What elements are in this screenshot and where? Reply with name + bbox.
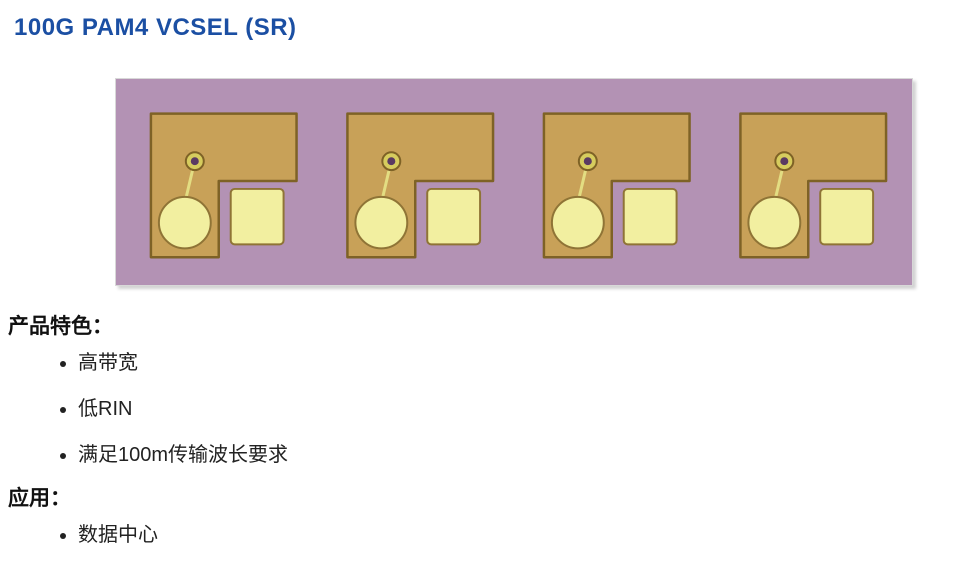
vcsel-unit-1	[149, 112, 299, 259]
applications-heading: 应用：	[8, 487, 71, 510]
vcsel-unit-4	[738, 112, 888, 259]
section-applications: 应用： 数据中心	[8, 482, 958, 548]
product-page: 100G PAM4 VCSEL (SR) 产品特色：	[0, 14, 972, 580]
vcsel-unit-3	[542, 112, 692, 259]
applications-list: 数据中心	[8, 522, 958, 548]
vcsel-die-photo-svg	[149, 112, 888, 259]
feature-item: 满足100m传输波长要求	[78, 442, 958, 468]
feature-item: 高带宽	[78, 350, 958, 376]
features-heading: 产品特色：	[8, 315, 113, 338]
product-info: 产品特色： 高带宽 低RIN 满足100m传输波长要求 应用： 数据中心	[8, 310, 958, 562]
features-list: 高带宽 低RIN 满足100m传输波长要求	[8, 350, 958, 468]
application-item: 数据中心	[78, 522, 958, 548]
vcsel-die-photo	[115, 78, 913, 286]
page-title: 100G PAM4 VCSEL (SR)	[14, 14, 297, 41]
section-features: 产品特色： 高带宽 低RIN 满足100m传输波长要求	[8, 310, 958, 468]
feature-item: 低RIN	[78, 396, 958, 422]
vcsel-unit-2	[345, 112, 495, 259]
